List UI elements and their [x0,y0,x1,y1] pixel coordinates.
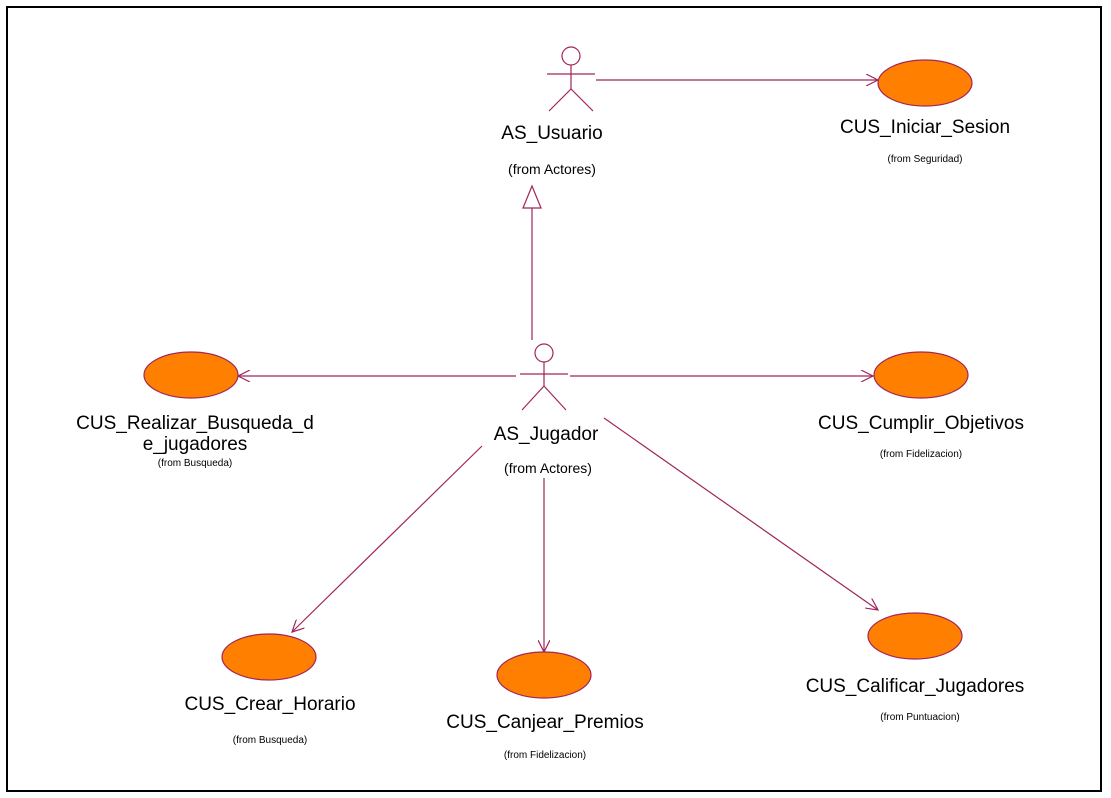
usecase-canjear-premios-package: (from Fidelizacion) [503,750,587,761]
usecase-canjear-premios-shape[interactable] [496,651,592,699]
usecase-calificar-jugadores-name: CUS_Calificar_Jugadores [805,676,1025,697]
usecase-realizar-busqueda-name-line2: e_jugadores [142,434,248,455]
generalization-triangle [522,184,542,209]
usecase-crear-horario-package: (from Busqueda) [232,735,308,746]
usecase-realizar-busqueda-name-line1: CUS_Realizar_Busqueda_d [76,413,314,434]
actor-jugador-package: (from Actores) [504,460,592,476]
actor-usuario-name: AS_Usuario [501,123,603,144]
usecase-crear-horario-shape[interactable] [221,633,317,681]
usecase-cumplir-objetivos-package: (from Fidelizacion) [879,449,963,460]
usecase-cumplir-objetivos-shape[interactable] [873,351,969,399]
usecase-realizar-busqueda-shape[interactable] [143,351,239,399]
actor-jugador-name: AS_Jugador [493,424,599,445]
usecase-iniciar-sesion-package: (from Seguridad) [887,154,963,165]
usecase-canjear-premios-name: CUS_Canjear_Premios [446,712,644,733]
usecase-crear-horario-name: CUS_Crear_Horario [184,694,356,715]
actor-usuario-package: (from Actores) [508,161,596,177]
usecase-iniciar-sesion-name: CUS_Iniciar_Sesion [839,117,1011,138]
usecase-cumplir-objetivos-name: CUS_Cumplir_Objetivos [818,413,1024,434]
actor-jugador-icon[interactable] [520,343,568,411]
actor-usuario-icon[interactable] [547,46,595,112]
usecase-calificar-jugadores-package: (from Puntuacion) [880,712,960,723]
association-jugador-calificar[interactable] [603,417,878,610]
usecase-iniciar-sesion-shape[interactable] [877,59,973,107]
usecase-realizar-busqueda-package: (from Busqueda) [157,458,233,469]
usecase-calificar-jugadores-shape[interactable] [867,612,963,660]
association-jugador-horario[interactable] [292,445,483,632]
